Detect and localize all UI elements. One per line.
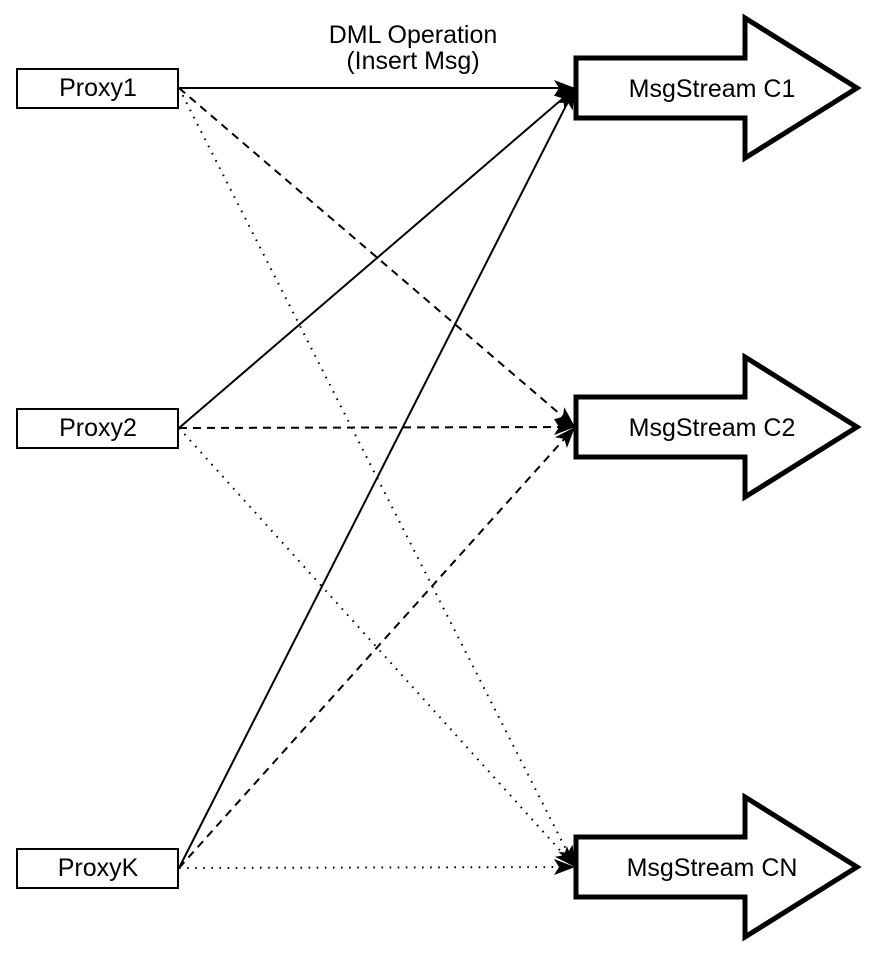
- annotation-line2: (Insert Msg): [346, 47, 479, 75]
- proxy2-box: [16, 408, 179, 449]
- edge-proxyk-msgstream-c2: [178, 426, 576, 869]
- msgstream-cn-shape: [573, 792, 862, 942]
- msgstream-cn-label: MsgStream CN: [627, 854, 798, 882]
- proxyk-box: [16, 848, 179, 889]
- proxy1-node: Proxy1: [16, 68, 179, 109]
- proxy1-box: [16, 68, 179, 109]
- msgstream-cn-arrow: MsgStream CN: [573, 792, 862, 942]
- msgstream-c1-label: MsgStream C1: [629, 75, 796, 103]
- edge-proxy2-msgstream-c2: [178, 419, 576, 436]
- edges-solid: [178, 80, 576, 869]
- edges-dashed: [178, 87, 576, 869]
- proxy2-node: Proxy2: [16, 408, 179, 449]
- edge-proxyk-msgstream-cn: [178, 859, 576, 876]
- proxy1-label: Proxy1: [59, 74, 137, 102]
- edge-proxy2-msgstream-cn: [178, 427, 576, 868]
- edges-dotted: [178, 87, 576, 876]
- edge-proxyk-msgstream-c1: [178, 87, 576, 869]
- proxy2-label: Proxy2: [59, 414, 137, 442]
- edge-proxy2-msgstream-c1: [178, 87, 576, 429]
- edge-proxy1-msgstream-c2: [178, 87, 576, 428]
- msgstream-c2-label: MsgStream C2: [629, 414, 796, 442]
- msgstream-c1-shape: [573, 13, 862, 163]
- msgstream-c2-arrow: MsgStream C2: [573, 352, 862, 502]
- proxyk-node: ProxyK: [16, 848, 179, 889]
- annotation-line1: DML Operation: [329, 21, 498, 49]
- proxyk-label: ProxyK: [58, 854, 139, 882]
- msgstream-c2-shape: [573, 352, 862, 502]
- msgstream-c1-arrow: MsgStream C1: [573, 13, 862, 163]
